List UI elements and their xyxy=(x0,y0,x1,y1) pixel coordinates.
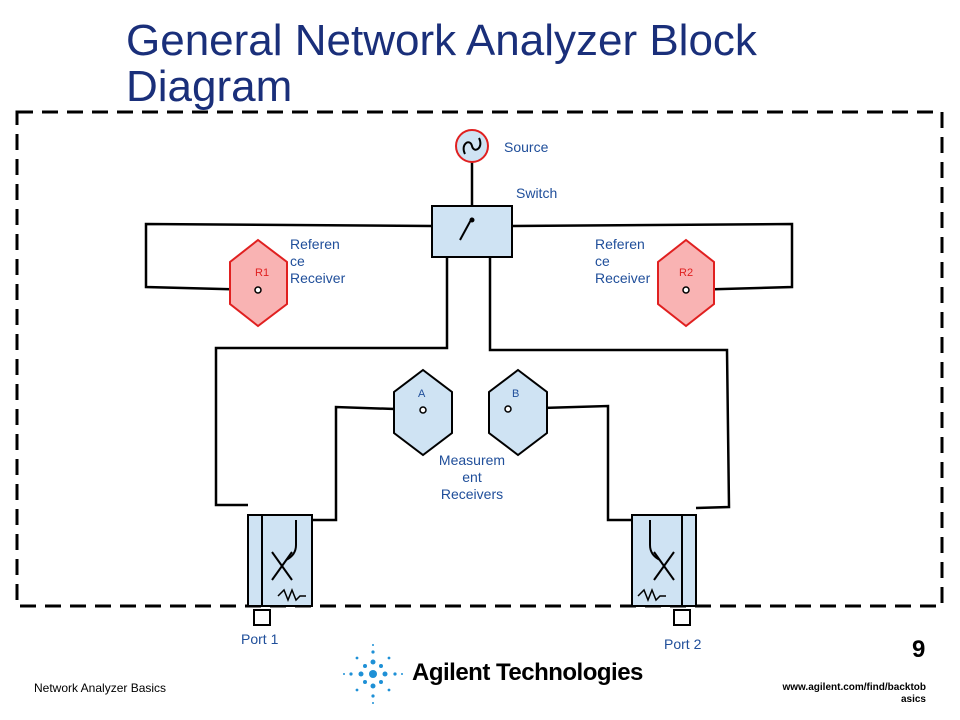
ref-right-line-1: Referen xyxy=(595,236,645,252)
receiver-r2 xyxy=(657,238,715,328)
receiver-a xyxy=(393,368,453,457)
port2-label: Port 2 xyxy=(664,636,702,652)
signal-wires xyxy=(144,162,794,522)
measurement-line-3: Receivers xyxy=(440,486,504,502)
ref-right-label: Referen ce Receiver xyxy=(595,236,650,287)
measurement-line-1: Measurem xyxy=(438,452,506,468)
ref-left-line-3: Receiver xyxy=(290,270,346,286)
agilent-spark-icon xyxy=(343,644,403,704)
ref-left-label: Referen ce Receiver xyxy=(290,236,345,287)
source-label: Source xyxy=(504,139,549,155)
measurement-line-2: ent xyxy=(462,469,482,485)
coupler-port1 xyxy=(247,514,313,626)
footer-url: www.agilent.com/find/backtob asics xyxy=(726,682,926,706)
footer-url-line-2: asics xyxy=(900,694,926,705)
dashed-enclosure xyxy=(15,110,944,608)
coupler-port2 xyxy=(631,514,697,626)
switch-box xyxy=(431,205,513,258)
brand-name: Agilent Technologies xyxy=(412,659,643,686)
b-label: B xyxy=(512,388,520,400)
receiver-r1 xyxy=(229,238,288,328)
measurement-label: Measurem ent Receivers xyxy=(422,452,522,503)
switch-label: Switch xyxy=(516,185,558,201)
ref-left-line-1: Referen xyxy=(290,236,340,252)
source-symbol xyxy=(455,129,489,163)
ref-right-line-3: Receiver xyxy=(595,270,651,286)
receiver-b xyxy=(488,368,548,457)
r1-label: R1 xyxy=(255,267,270,279)
a-label: A xyxy=(418,388,426,400)
page-title: General Network Analyzer Block Diagram xyxy=(126,16,757,111)
port1-label: Port 1 xyxy=(241,631,279,647)
footer-course-title: Network Analyzer Basics xyxy=(34,681,167,695)
ref-left-line-2: ce xyxy=(290,253,305,269)
r2-label: R2 xyxy=(679,267,694,279)
ref-right-line-2: ce xyxy=(595,253,610,269)
page-number: 9 xyxy=(912,636,926,663)
footer-url-line-1: www.agilent.com/find/backtob xyxy=(782,682,926,693)
